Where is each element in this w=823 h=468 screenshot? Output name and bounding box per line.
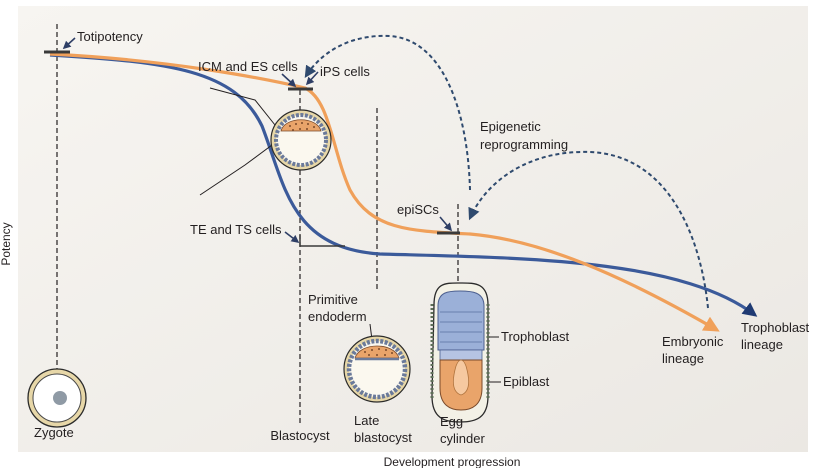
stage-egg-cylinder-line1: Egg xyxy=(440,414,463,429)
te-ts-leader xyxy=(284,231,300,243)
late-blastocyst-cell xyxy=(343,335,411,403)
episcs-label: epiSCs xyxy=(397,202,439,217)
icm-leader xyxy=(281,73,297,88)
stage-blastocyst: Blastocyst xyxy=(270,428,330,443)
x-axis-label: Development progression xyxy=(384,455,521,468)
epiblast-label: Epiblast xyxy=(503,374,550,389)
icm-es-label: ICM and ES cells xyxy=(198,59,298,74)
zygote-cell xyxy=(27,368,87,428)
trophoblast-lineage-label-line1: Trophoblast xyxy=(741,320,810,335)
icm-to-blastocyst-leader xyxy=(209,87,276,126)
totipotency-leader xyxy=(62,37,76,50)
epigenetic-label-line1: Epigenetic xyxy=(480,119,541,134)
stage-egg-cylinder-line2: cylinder xyxy=(440,431,485,446)
trophoblast-lineage-curve xyxy=(49,53,758,317)
embryonic-lineage-label-line1: Embryonic xyxy=(662,334,724,349)
ips-label: iPS cells xyxy=(320,64,370,79)
egg-cylinder-cell xyxy=(430,282,490,423)
primitive-endoderm-label-line2: endoderm xyxy=(308,309,367,324)
blastocyst-cell xyxy=(270,109,332,171)
stage-late-blastocyst-line1: Late xyxy=(354,413,379,428)
embryonic-lineage-label-line2: lineage xyxy=(662,351,704,366)
stage-zygote: Zygote xyxy=(34,425,74,440)
epigenetic-label-line2: reprogramming xyxy=(480,137,568,152)
trophoblast-label: Trophoblast xyxy=(501,329,570,344)
stage-lines xyxy=(56,24,459,425)
epigenetic-reprogramming-arrow-lower xyxy=(468,150,709,309)
te-ts-label: TE and TS cells xyxy=(190,222,282,237)
stage-late-blastocyst-line2: blastocyst xyxy=(354,430,412,445)
embryonic-lineage-curve xyxy=(49,52,720,332)
episcs-leader xyxy=(439,216,453,232)
primitive-endoderm-label-line1: Primitive xyxy=(308,292,358,307)
te-to-blastocyst-leader xyxy=(199,144,273,196)
totipotency-label: Totipotency xyxy=(77,29,143,44)
ips-leader xyxy=(305,71,319,86)
epigenetic-reprogramming-arrow-upper xyxy=(304,34,471,191)
trophoblast-lineage-label-line2: lineage xyxy=(741,337,783,352)
y-axis-label: Potency xyxy=(0,222,13,265)
te-ts-marker xyxy=(299,235,345,247)
